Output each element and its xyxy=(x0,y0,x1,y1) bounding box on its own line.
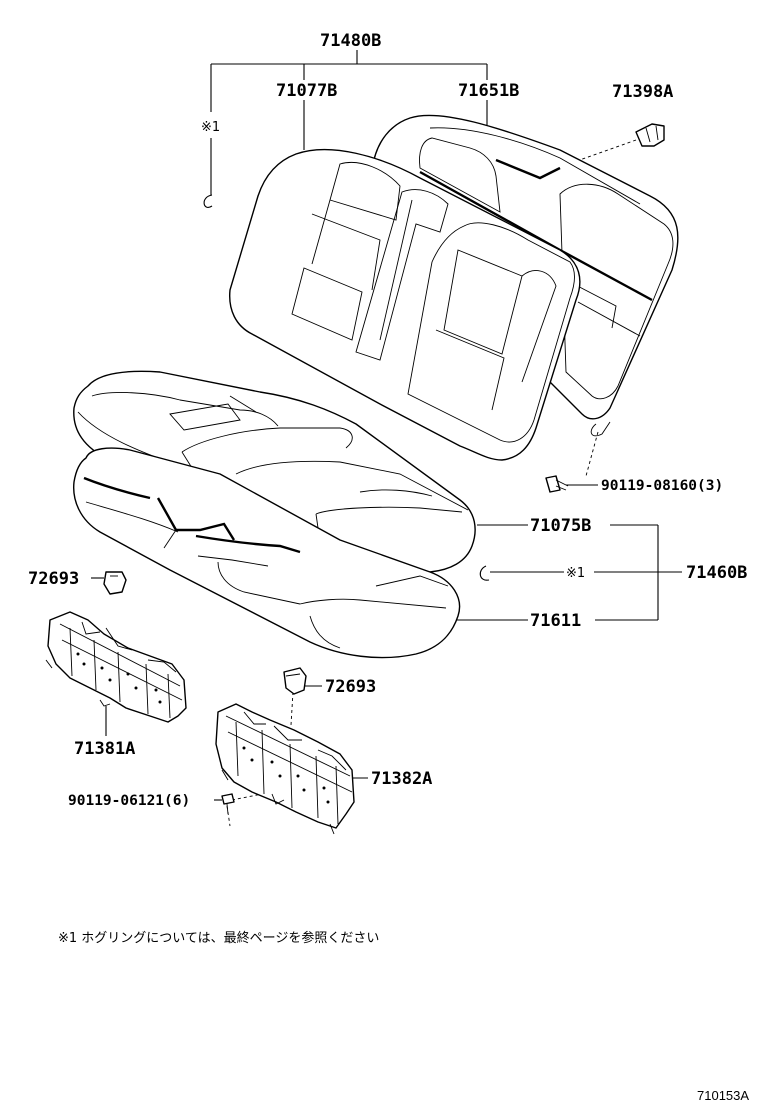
seat-cushion-pad-71611 xyxy=(73,447,461,659)
footnote: ※1 ホグリングについては、最終ページを参照ください xyxy=(58,930,379,946)
label-90119-06121: 90119-06121(6) xyxy=(68,793,190,809)
label-71611: 71611 xyxy=(530,611,581,631)
label-72693-left: 72693 xyxy=(28,569,79,589)
hook-71398a xyxy=(635,123,665,147)
label-90119-08160: 90119-08160(3) xyxy=(601,478,723,494)
seat-back-pad-71077b xyxy=(229,148,581,461)
bolt-90119-06121 xyxy=(221,793,235,815)
label-72693-right: 72693 xyxy=(325,677,376,697)
ring-mark-right: ※1 xyxy=(566,566,585,581)
label-71398a: 71398A xyxy=(612,82,673,102)
diagram-code: 710153A xyxy=(697,1088,749,1103)
label-71381a: 71381A xyxy=(74,739,135,759)
label-71382a: 71382A xyxy=(371,769,432,789)
label-71460b: 71460B xyxy=(686,563,747,583)
label-71077b: 71077B xyxy=(276,81,337,101)
label-71075b: 71075B xyxy=(530,516,591,536)
frame-71382a xyxy=(215,703,355,835)
ring-mark-top: ※1 xyxy=(201,120,220,135)
frame-71381a xyxy=(45,611,187,723)
clip-72693-right xyxy=(283,667,307,695)
label-71480b: 71480B xyxy=(320,31,381,51)
label-71651b: 71651B xyxy=(458,81,519,101)
clip-72693-left xyxy=(103,571,127,595)
bolt-90119-08160 xyxy=(545,475,569,493)
leader-lines xyxy=(91,50,682,827)
